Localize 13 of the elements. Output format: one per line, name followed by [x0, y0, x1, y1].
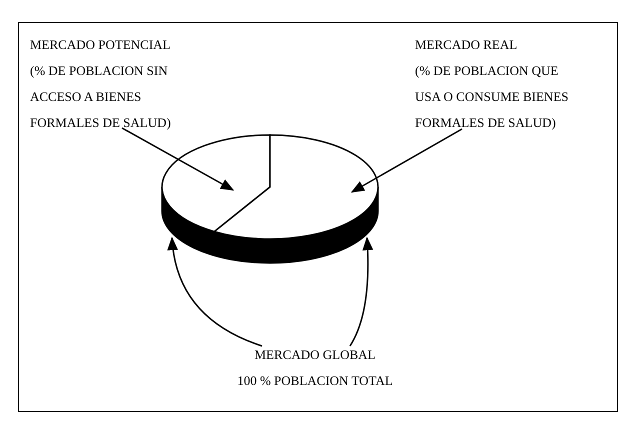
description-text: 100 % POBLACION TOTAL [236, 372, 394, 390]
pie-slice [214, 134, 379, 240]
arrow [349, 236, 374, 346]
pie-slice [161, 134, 271, 232]
heading-text: MERCADO POTENCIAL [30, 36, 172, 54]
heading-text: MERCADO GLOBAL [254, 346, 376, 364]
arrow [350, 128, 462, 193]
arrow [122, 127, 234, 191]
description-text: (% DE POBLACION SIN ACCESO A BIENES FORMALES DE SALUD) [30, 62, 172, 132]
heading-text: MERCADO REAL [415, 36, 518, 54]
arrow [168, 236, 262, 347]
description-text: (% DE POBLACION QUE USA O CONSUME BIENES FORMALES DE SALUD) [415, 62, 570, 132]
pie-side-band [161, 186, 379, 264]
